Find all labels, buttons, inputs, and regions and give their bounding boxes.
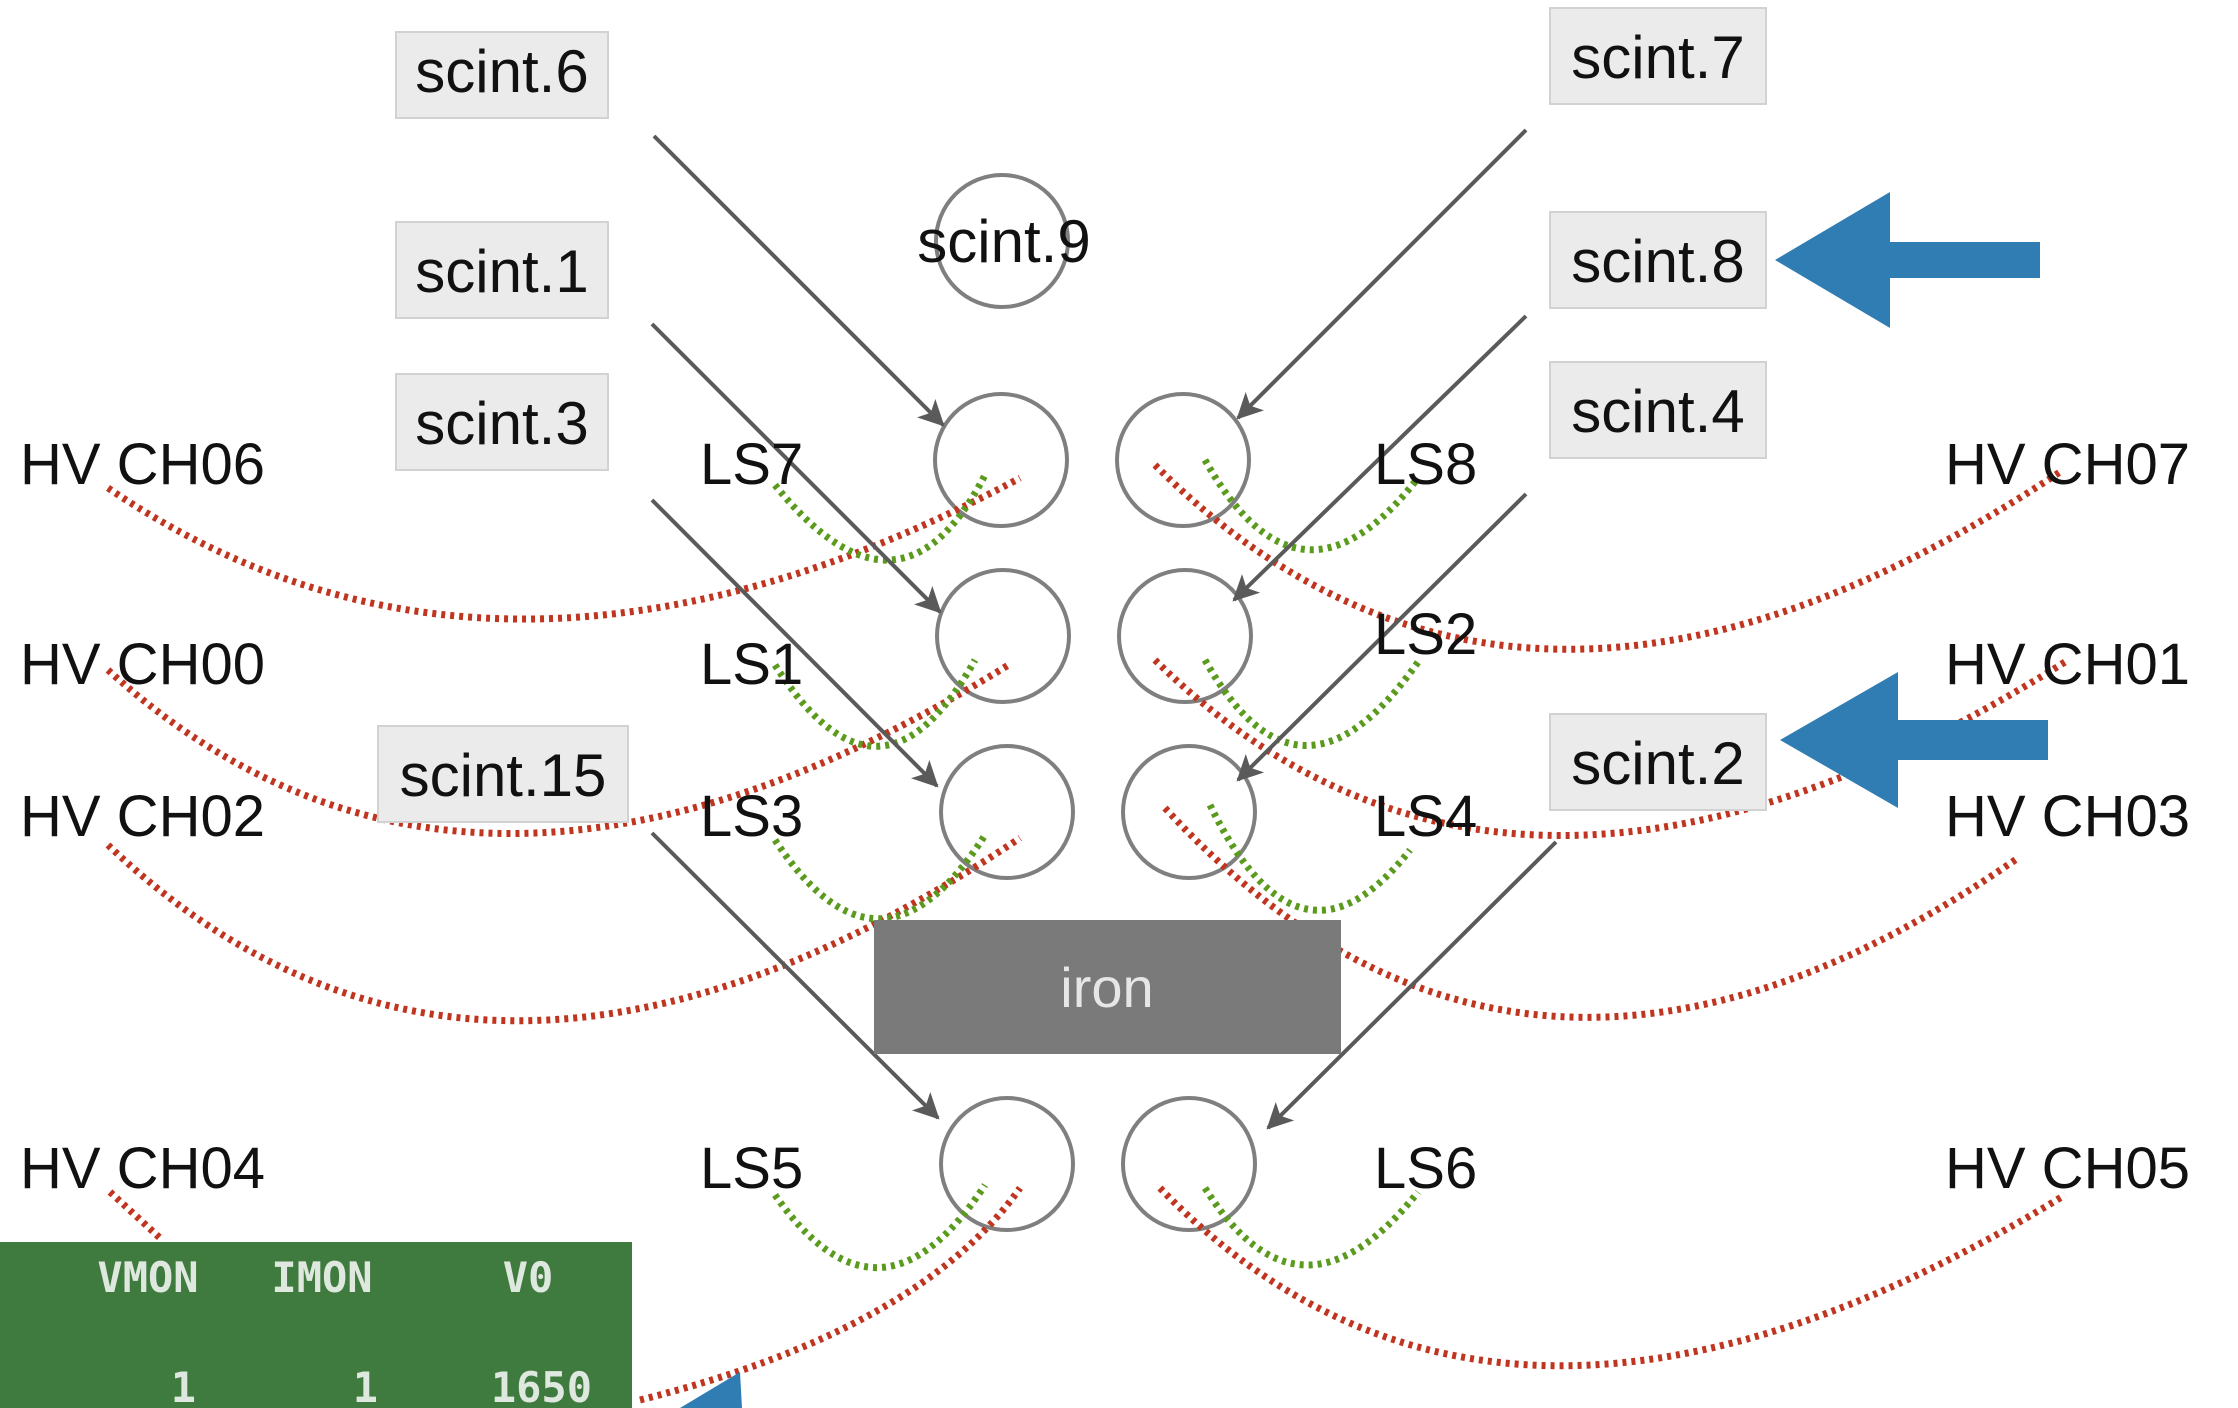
highlight-arrow-scint2 <box>1780 672 2048 808</box>
signal-cable-ls2 <box>1201 658 1421 749</box>
monitor-header-vmon: VMON <box>97 1253 198 1302</box>
scint-box-8: scint.8 <box>1549 211 1767 309</box>
sensor-circle-ls4 <box>1121 744 1257 880</box>
signal-cable-ls3 <box>772 833 988 923</box>
iron-label: iron <box>1060 956 1153 1019</box>
ls5-label: LS5 <box>700 1136 803 1201</box>
ls6-label: LS6 <box>1374 1136 1477 1201</box>
ls1-label: LS1 <box>700 632 803 697</box>
scint-box-4: scint.4 <box>1549 361 1767 459</box>
monitor-value-v0: 1650 <box>491 1363 592 1408</box>
arrow-scint1 <box>650 322 942 614</box>
sensor-circle-ls7 <box>933 392 1069 528</box>
hv-cable-ch04 <box>107 1189 163 1241</box>
sensor-circle-ls6 <box>1121 1096 1257 1232</box>
sensor-circle-ls2 <box>1117 568 1253 704</box>
hv-labels: HV CH06 HV CH07 HV CH00 HV CH01 HV CH02 … <box>20 432 2190 1201</box>
ls4-label: LS4 <box>1374 784 1477 849</box>
arrow-scint2 <box>1266 840 1558 1130</box>
scint-box-1-label: scint.1 <box>415 238 588 305</box>
scint-box-7-label: scint.7 <box>1571 24 1744 91</box>
hv-ch02-label: HV CH02 <box>20 784 265 849</box>
sensor-circle-ls8 <box>1115 392 1251 528</box>
ls7-label: LS7 <box>700 432 803 497</box>
hv-ch04-label: HV CH04 <box>20 1136 265 1201</box>
hv-cable-ch00 <box>105 661 1012 837</box>
sensor-circle-ls1 <box>935 568 1071 704</box>
iron-block <box>874 920 1341 1054</box>
arrow-scint7 <box>1236 128 1528 420</box>
monitor-value-vmon: 1 <box>171 1363 196 1408</box>
hv-ch00-label: HV CH00 <box>20 632 265 697</box>
hv-cable-ch06 <box>106 474 1022 623</box>
ls2-label: LS2 <box>1374 602 1477 667</box>
scint-box-15-label: scint.15 <box>400 742 607 809</box>
scint-box-2-label: scint.2 <box>1571 730 1744 797</box>
signal-cable-ls8 <box>1201 458 1421 554</box>
hv-monitor-panel: VMON IMON V0 1 1 1650 <box>0 1242 632 1408</box>
ls8-label: LS8 <box>1374 432 1477 497</box>
arrow-scint4 <box>1236 492 1528 782</box>
scint9-label: scint.9 <box>917 208 1090 275</box>
scint-box-3-label: scint.3 <box>415 390 588 457</box>
signal-cable-ls7 <box>772 473 989 564</box>
arrow-scint8 <box>1232 314 1528 602</box>
scint-arrows <box>650 128 1558 1130</box>
signal-cable-ls4 <box>1206 803 1413 914</box>
signal-cable-ls6 <box>1202 1186 1421 1269</box>
highlight-arrows <box>680 192 2048 1408</box>
scint-box-3: scint.3 <box>395 373 609 471</box>
monitor-value-imon: 1 <box>353 1363 378 1408</box>
sensor-circle-ls3 <box>939 744 1075 880</box>
highlight-arrow-monitor <box>680 1372 742 1408</box>
scint-box-7: scint.7 <box>1549 7 1767 105</box>
ls3-label: LS3 <box>700 784 803 849</box>
sensor-circles <box>933 392 1257 1232</box>
monitor-header-imon: IMON <box>271 1253 372 1302</box>
hv-cable-ch03 <box>1162 805 2020 1021</box>
scint-box-8-label: scint.8 <box>1571 228 1744 295</box>
signal-cable-ls5 <box>772 1183 988 1271</box>
hv-cable-ch05 <box>1157 1185 2067 1370</box>
highlight-arrow-scint8 <box>1775 192 2040 328</box>
arrow-scint6 <box>652 134 945 427</box>
scint-box-6: scint.6 <box>395 31 609 119</box>
hv-ch03-label: HV CH03 <box>1945 784 2190 849</box>
hv-ch05-label: HV CH05 <box>1945 1136 2190 1201</box>
arrow-scint3 <box>650 498 939 788</box>
sensor-circle-ls5 <box>939 1096 1075 1232</box>
scint-box-15: scint.15 <box>377 725 629 823</box>
hv-cable-ch07 <box>1152 462 2062 653</box>
hv-cable-ls5 <box>639 1185 1023 1404</box>
arrow-scint15 <box>650 831 940 1120</box>
ls-labels: LS7 LS8 LS1 LS2 LS3 LS4 LS5 LS6 <box>700 432 1477 1201</box>
scint-box-1: scint.1 <box>395 221 609 319</box>
scint-box-4-label: scint.4 <box>1571 378 1744 445</box>
signal-cables <box>772 458 1421 1271</box>
monitor-header-v0: V0 <box>503 1253 554 1302</box>
hv-ch07-label: HV CH07 <box>1945 432 2190 497</box>
signal-cable-ls1 <box>772 658 979 750</box>
scint-box-6-label: scint.6 <box>415 38 588 105</box>
hv-ch06-label: HV CH06 <box>20 432 265 497</box>
hv-cable-ch02 <box>105 835 1022 1025</box>
scint9-circle <box>934 173 1070 309</box>
scint-boxes: scint.6 scint.7 scint.1 scint.8 scint.3 … <box>377 7 1767 823</box>
hv-ch01-label: HV CH01 <box>1945 632 2190 697</box>
scint-box-2: scint.2 <box>1549 713 1767 811</box>
